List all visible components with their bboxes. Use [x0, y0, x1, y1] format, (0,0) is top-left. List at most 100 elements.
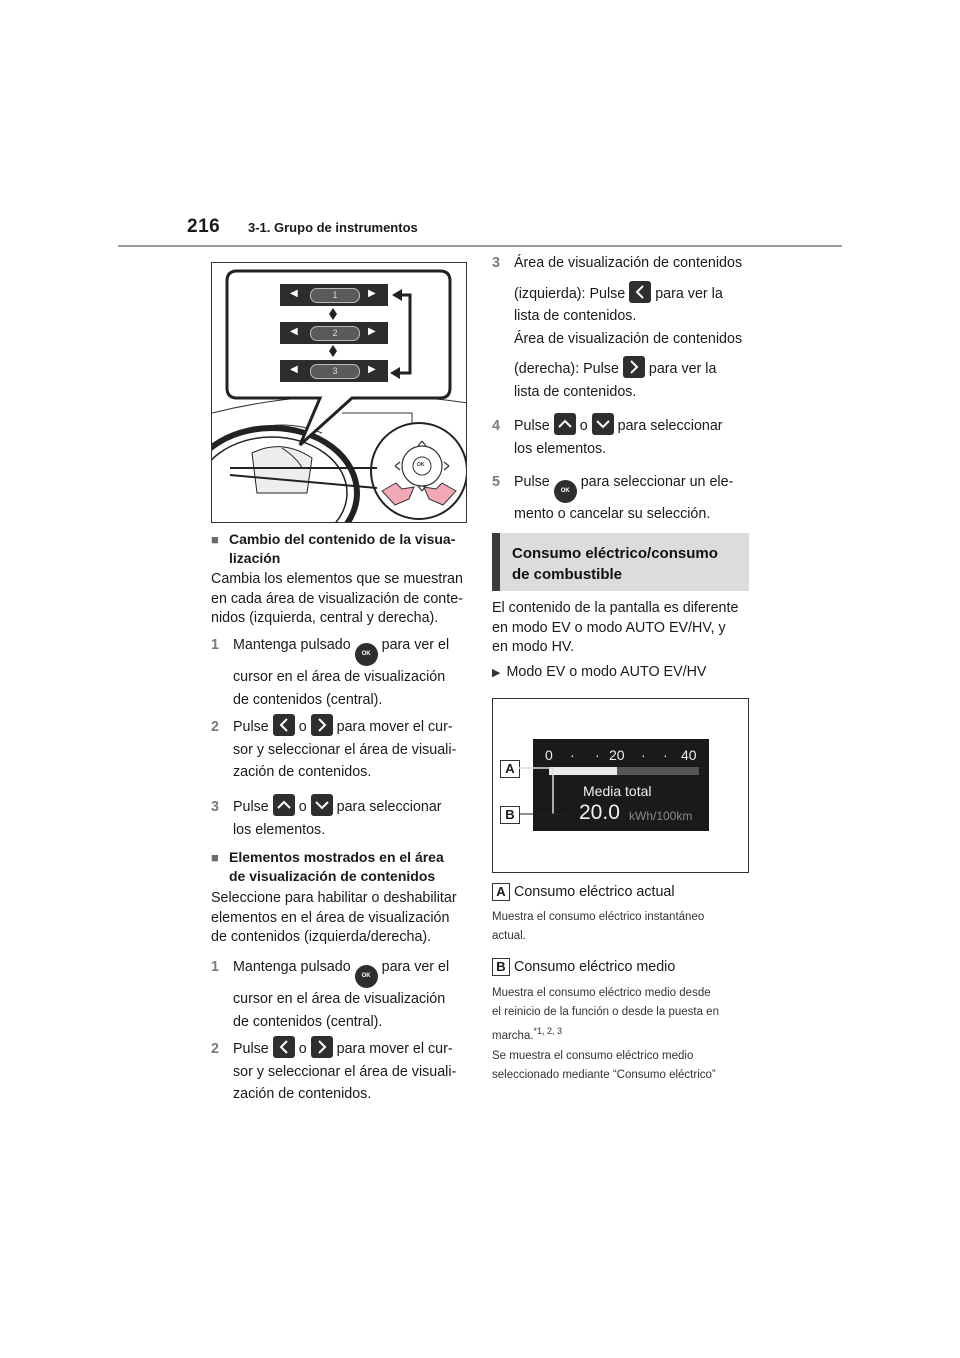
ok-button-icon: OK: [354, 643, 378, 666]
label-a-box: A: [492, 883, 510, 901]
step-text: o: [298, 799, 307, 815]
step-number: 3: [211, 799, 219, 815]
display-unit: kWh/100km: [629, 809, 693, 823]
step-text: los elementos.: [233, 821, 326, 838]
triangle-bullet-icon: ▶: [492, 667, 501, 679]
paragraph-display-modes: El contenido de la pantalla es diferente…: [492, 600, 739, 655]
label-b-description: Muestra el consumo eléctrico medio desde…: [492, 984, 760, 1046]
step-text: para mover el cur-: [336, 719, 453, 735]
scale-row: 0 · · 20 · · 40: [545, 747, 703, 763]
footnote-reference: *1, 2, 3: [533, 1026, 563, 1036]
left-chevron-icon: [272, 1036, 295, 1058]
ok-button-icon: OK: [553, 480, 577, 503]
step-text: (izquierda): Pulse: [514, 285, 626, 302]
header-rule: [118, 245, 842, 247]
step-text: zación de contenidos.: [233, 764, 372, 780]
label-a-description: Muestra el consumo eléctrico instantáneo…: [492, 911, 705, 942]
step-text: o: [298, 719, 307, 735]
display-value: 20.0: [579, 801, 620, 824]
row-label: 3: [310, 364, 360, 379]
paragraph-displayed-items: Seleccione para habilitar o deshabilitar…: [211, 890, 457, 945]
chevron-down-icon: [591, 413, 614, 435]
square-bullet-icon: ■: [211, 532, 219, 547]
scale-tick: 40: [681, 747, 697, 763]
left-arrow-icon: ◀: [290, 364, 298, 375]
label-b-title: Consumo eléctrico medio: [514, 959, 676, 975]
right-arrow-icon: ▶: [368, 288, 376, 299]
right-chevron-icon: [310, 1036, 333, 1058]
step-number: 1: [211, 637, 219, 653]
scale-tick: ·: [641, 747, 646, 763]
section-heading-text: Consumo eléctrico/consumo de combustible: [512, 545, 718, 583]
selector-row-2: ◀ 2 ▶: [280, 322, 388, 344]
chevron-up-icon: [553, 413, 576, 435]
section-heading-box: Consumo eléctrico/consumo de combustible: [492, 533, 749, 591]
step-text: Área de visualización de contenidos: [514, 255, 743, 271]
step-text: de contenidos (central).: [233, 1013, 383, 1030]
step-text: los elementos.: [514, 440, 607, 457]
step-text: o: [579, 418, 588, 434]
scale-tick: ·: [570, 747, 575, 763]
label-b-description-2: Se muestra el consumo eléctrico medio se…: [492, 1050, 716, 1081]
step-text: Pulse: [514, 474, 550, 490]
scale-tick: 0: [545, 747, 553, 763]
step-text: mento o cancelar su selección.: [514, 506, 711, 522]
right-arrow-icon: ▶: [368, 364, 376, 375]
heading-text: Cambio del contenido de la visua- lizaci…: [229, 531, 456, 566]
step-text: para seleccionar: [336, 799, 442, 815]
heading-displayed-items: ■ Elementos mostrados en el área de visu…: [211, 848, 471, 886]
page-number: 216: [187, 216, 221, 237]
label-b-box: B: [492, 958, 510, 976]
chevron-down-icon: [310, 794, 333, 816]
step-text: para ver la: [655, 285, 723, 302]
left-arrow-icon: ◀: [290, 326, 298, 337]
scale-tick: ·: [663, 747, 668, 763]
row-label: 2: [310, 326, 360, 341]
chevron-up-icon: [272, 794, 295, 816]
square-bullet-icon: ■: [211, 850, 219, 865]
heading-text: Elementos mostrados en el área de visual…: [229, 849, 444, 884]
callout-label-b: B: [500, 806, 520, 824]
step-number: 2: [211, 1041, 219, 1057]
label-a-title: Consumo eléctrico actual: [514, 884, 675, 900]
step-text: cursor en el área de visualización: [233, 669, 446, 685]
step-text: zación de contenidos.: [233, 1086, 372, 1102]
step-text: lista de contenidos.: [514, 383, 637, 400]
mode-text: Modo EV o modo AUTO EV/HV: [506, 664, 707, 680]
step-text: cursor en el área de visualización: [233, 991, 446, 1007]
step-text: para ver el: [381, 637, 450, 653]
callout-label-a: A: [500, 760, 520, 778]
right-arrow-icon: ▶: [368, 326, 376, 337]
step-text: sor y seleccionar el área de visuali-: [233, 1063, 457, 1080]
step-number: 1: [211, 959, 219, 975]
step-text: para mover el cur-: [336, 1041, 453, 1057]
left-arrow-icon: ◀: [290, 288, 298, 299]
step-text: lista de contenidos.: [514, 308, 637, 324]
step-text: para seleccionar un ele-: [580, 474, 734, 490]
step-text: (derecha): Pulse: [514, 361, 619, 377]
step-text: sor y seleccionar el área de visuali-: [233, 741, 457, 758]
step-text: Pulse: [514, 418, 550, 434]
ok-button-icon: OK: [354, 965, 378, 988]
selector-row-3: ◀ 3 ▶: [280, 360, 388, 382]
selector-row-1: ◀ 1 ▶: [280, 284, 388, 306]
step-text: para ver la: [648, 361, 717, 377]
step-text: Pulse: [233, 1041, 269, 1057]
section-title: 3-1. Grupo de instrumentos: [248, 220, 418, 235]
step-text: para ver el: [381, 959, 450, 975]
consumption-display-illustration: 0 · · 20 · · 40 Media total 20.0 kWh/100…: [492, 698, 749, 873]
right-chevron-icon: [310, 714, 333, 736]
scale-tick: 20: [609, 747, 625, 763]
left-chevron-icon: [272, 714, 295, 736]
consumption-bar-track: [549, 767, 699, 775]
display-caption: Media total: [583, 783, 652, 799]
paragraph-change-content: Cambia los elementos que se muestran en …: [211, 571, 463, 626]
steering-illustration: ◀ 1 ▶ ◀ 2 ▶ ◀ 3 ▶ OK: [211, 262, 467, 523]
